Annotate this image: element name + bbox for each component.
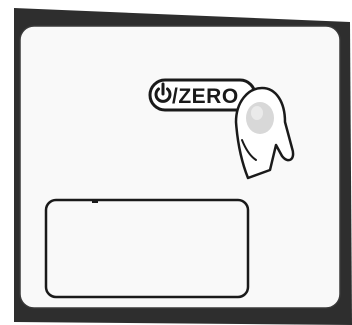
- display-window: [46, 200, 248, 297]
- display-speck: [92, 200, 98, 203]
- power-zero-button-label: /ZERO: [172, 85, 239, 108]
